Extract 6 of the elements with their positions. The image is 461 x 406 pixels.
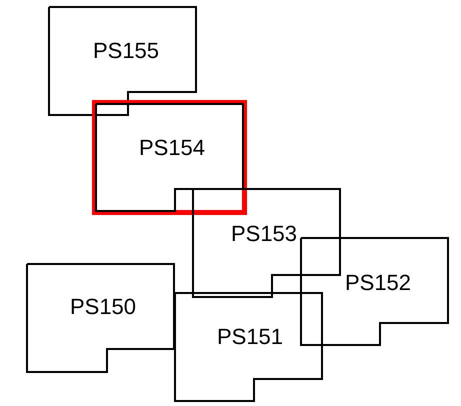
parcel-label: PS151 (216, 326, 284, 348)
parcel-label: PS153 (230, 223, 298, 245)
parcel-label: PS155 (92, 40, 160, 62)
parcel-label: PS150 (70, 296, 136, 318)
parcel-label: PS154 (138, 137, 206, 159)
parcel-label: PS152 (344, 272, 412, 294)
